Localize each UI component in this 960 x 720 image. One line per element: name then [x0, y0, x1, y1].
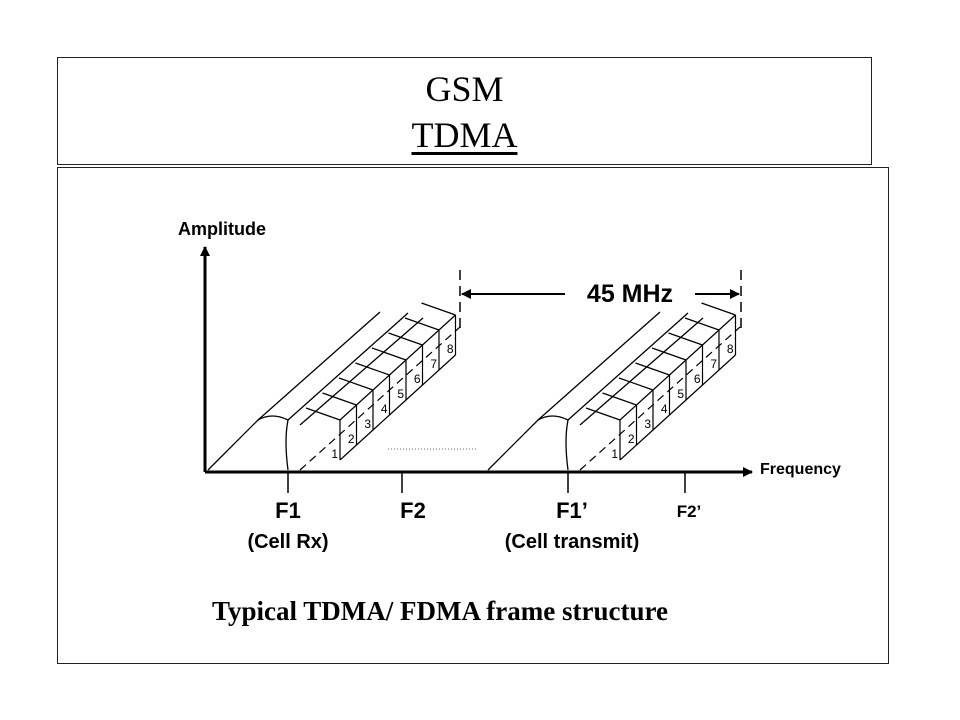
right-slot-number: 4	[661, 402, 668, 416]
y-axis-label: Amplitude	[178, 219, 266, 239]
left-slot-top	[322, 392, 357, 406]
right-slot-top	[635, 362, 670, 376]
carrier-right-dash	[579, 326, 741, 471]
right-slot-number: 8	[727, 342, 734, 356]
span-label: 45 MHz	[587, 280, 673, 308]
left-slot-number: 5	[397, 387, 404, 401]
left-slot-number: 8	[447, 342, 454, 356]
title-tdma: TDMA	[58, 114, 871, 156]
carrier-right-base	[487, 415, 569, 471]
carrier-right-rails	[537, 311, 704, 426]
right-slot-number: 6	[694, 372, 701, 386]
left-slot-top	[388, 332, 423, 346]
right-slot-top	[701, 302, 736, 316]
marker-f1-sub: (Cell Rx)	[247, 531, 328, 553]
left-slot-top	[338, 377, 374, 391]
right-slot-top	[618, 377, 654, 391]
marker-f1-prime-label: F1’	[556, 498, 588, 523]
title-box: GSM TDMA	[57, 57, 872, 165]
right-slot-top	[684, 317, 720, 331]
diagram-caption: Typical TDMA/ FDMA frame structure	[212, 596, 668, 626]
left-slot-top	[355, 362, 390, 376]
left-slot-number: 7	[430, 357, 437, 371]
left-slot-number: 3	[364, 417, 371, 431]
right-slot-number: 7	[710, 357, 717, 371]
carrier-left-base	[207, 415, 289, 471]
right-slot-top	[602, 392, 637, 406]
left-slot-top	[371, 347, 407, 361]
marker-f2-prime-label: F2’	[677, 502, 702, 521]
left-slot-number: 4	[381, 402, 388, 416]
left-slot-number: 6	[414, 372, 421, 386]
marker-f1-label: F1	[275, 498, 301, 523]
left-slot-top	[305, 407, 341, 421]
carrier-left-dash	[299, 326, 461, 471]
x-axis-label: Frequency	[760, 461, 841, 478]
carrier-left-rails	[257, 311, 424, 426]
left-slot-base	[339, 354, 456, 461]
diagram-box	[57, 167, 889, 664]
marker-f1-prime-sub: (Cell transmit)	[505, 531, 639, 553]
right-slot-number: 2	[628, 432, 635, 446]
right-slot-top	[668, 332, 703, 346]
right-slot-outline	[619, 314, 736, 421]
left-slot-top	[404, 317, 440, 331]
title-gsm: GSM	[425, 69, 504, 109]
marker-f2-label: F2	[400, 498, 426, 523]
right-slot-base	[619, 354, 736, 461]
left-slot-number: 1	[331, 447, 338, 461]
left-slot-outline	[339, 314, 456, 421]
left-slot-top	[421, 302, 456, 316]
right-slot-number: 3	[644, 417, 651, 431]
left-slot-number: 2	[348, 432, 355, 446]
right-slot-number: 1	[611, 447, 618, 461]
right-slot-top	[651, 347, 687, 361]
right-slot-top	[585, 407, 621, 421]
right-slot-number: 5	[677, 387, 684, 401]
title-tdma-text: TDMA	[411, 115, 518, 155]
